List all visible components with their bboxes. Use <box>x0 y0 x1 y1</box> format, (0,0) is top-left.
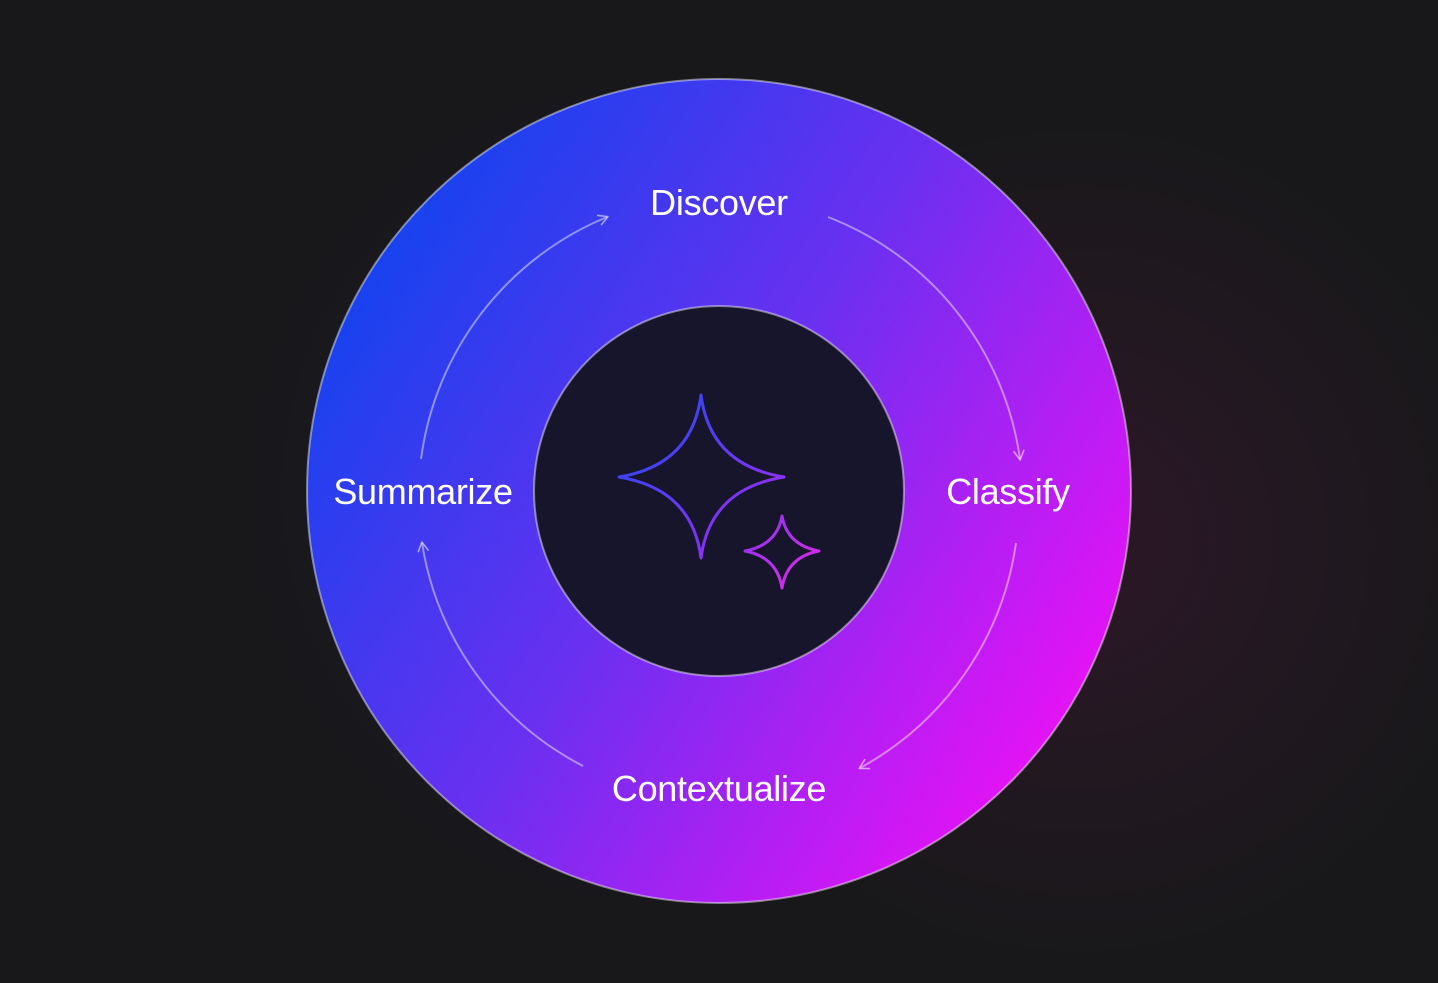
arrow-contextualize-to-summarize <box>417 541 584 767</box>
step-label-classify: Classify <box>946 471 1070 512</box>
step-label-summarize: Summarize <box>333 471 512 512</box>
sparkle-icon <box>617 393 821 590</box>
center-circle <box>533 305 905 677</box>
step-label-contextualize: Contextualize <box>612 768 826 809</box>
arrow-summarize-to-discover <box>420 214 609 460</box>
sparkle-large-icon <box>617 393 786 560</box>
arrow-classify-to-contextualize <box>858 542 1017 770</box>
step-label-discover: Discover <box>650 182 788 223</box>
sparkle-small-icon <box>743 514 821 590</box>
arrow-discover-to-classify <box>827 216 1025 461</box>
